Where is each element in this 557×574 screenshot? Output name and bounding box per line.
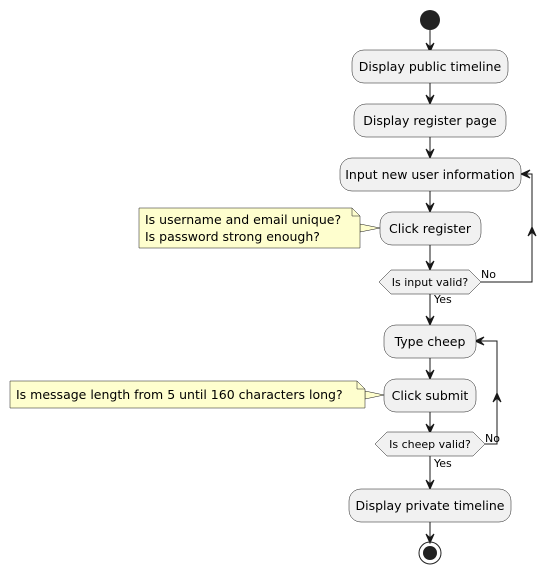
decision-question: Is cheep valid? [389, 438, 471, 451]
activity-label: Display private timeline [355, 498, 504, 513]
note-line: Is username and email unique? [145, 212, 341, 227]
note-line: Is message length from 5 until 160 chara… [16, 387, 343, 402]
note-line: Is password strong enough? [145, 229, 320, 244]
decision-cheep-valid: Is cheep valid? No Yes [374, 431, 500, 470]
activity-label: Display register page [363, 113, 497, 128]
note-register: Is username and email unique? Is passwor… [138, 207, 361, 249]
activity-display-public-timeline: Display public timeline [351, 49, 509, 84]
activity-label: Type cheep [394, 334, 466, 349]
activity-label: Click register [389, 221, 472, 236]
end-node [418, 541, 442, 565]
activity-type-cheep: Type cheep [383, 324, 477, 359]
activity-click-register: Click register [379, 211, 482, 246]
start-node [420, 10, 440, 30]
edge-decision2-no-loop [476, 340, 498, 445]
activity-display-register-page: Display register page [353, 103, 507, 138]
decision-question: Is input valid? [392, 276, 469, 289]
activity-label: Input new user information [345, 167, 515, 182]
decision-no-label: No [485, 432, 500, 445]
activity-display-private-timeline: Display private timeline [348, 488, 512, 523]
activity-input-new-user-information: Input new user information [339, 157, 522, 192]
edges [359, 30, 537, 545]
decision-yes-label: Yes [433, 457, 452, 470]
activity-label: Click submit [392, 388, 469, 403]
decision-input-valid: Is input valid? No Yes [378, 268, 496, 306]
decision-yes-label: Yes [433, 293, 452, 306]
note-submit: Is message length from 5 until 160 chara… [9, 380, 366, 409]
activity-click-submit: Click submit [383, 378, 477, 413]
activity-label: Display public timeline [359, 59, 502, 74]
decision-no-label: No [481, 268, 496, 281]
